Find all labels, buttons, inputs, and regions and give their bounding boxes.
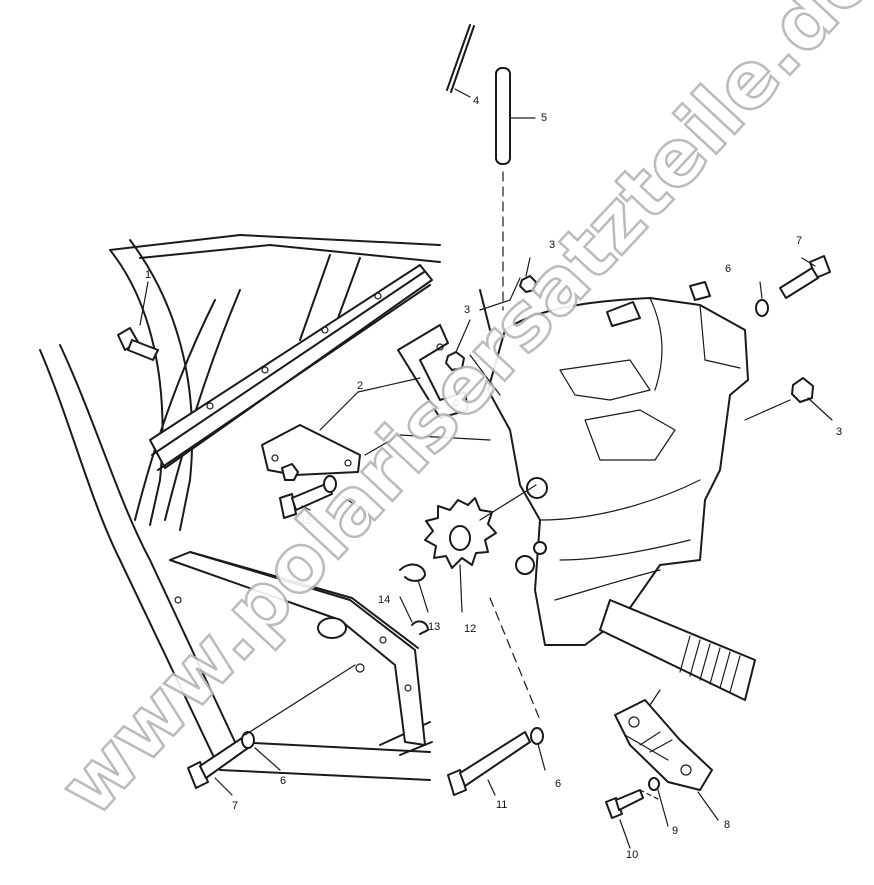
callout-10: 10 — [626, 849, 638, 861]
callout-3-right: 3 — [836, 426, 842, 438]
callout-8: 8 — [724, 819, 730, 831]
bracket-lower — [261, 424, 361, 476]
mount-plate — [169, 551, 426, 746]
callout-labels: 1 2 3 3 3 4 5 6 6 6 6 7 7 8 9 10 11 12 1… — [145, 95, 842, 861]
bolt-item-10 — [605, 789, 644, 819]
leader-lines — [139, 88, 833, 849]
callout-2: 2 — [357, 380, 363, 392]
callout-9: 9 — [672, 825, 678, 837]
callout-1: 1 — [145, 269, 151, 281]
callout-7-upper: 7 — [796, 235, 802, 247]
sprocket — [424, 497, 497, 569]
hardware — [241, 275, 814, 791]
callout-3-top: 3 — [549, 239, 555, 251]
output-shaft — [599, 599, 756, 701]
callout-12: 12 — [464, 623, 476, 635]
bolt-item-15 — [279, 482, 333, 519]
callout-6-bolt15: 6 — [364, 509, 370, 521]
clamp-assembly — [614, 699, 713, 791]
callout-4: 4 — [473, 95, 479, 107]
angle-rail — [149, 264, 433, 471]
gearcase — [479, 281, 749, 646]
callout-6-bolt11: 6 — [555, 778, 561, 790]
pivot-rod — [495, 67, 511, 165]
frame-assembly — [39, 234, 441, 781]
bolt-item-7-upper — [779, 255, 831, 299]
bracket-upper — [397, 324, 469, 419]
callout-5: 5 — [541, 112, 547, 124]
callout-11: 11 — [496, 799, 507, 811]
bolt-item-11 — [447, 731, 531, 796]
callout-6-upper: 6 — [725, 263, 731, 275]
callout-7-lower: 7 — [232, 800, 238, 812]
callout-14: 14 — [378, 594, 390, 606]
callout-3-bracket: 3 — [464, 304, 470, 316]
callout-6-lower-left: 6 — [280, 775, 286, 787]
bolt-item-1 — [117, 327, 159, 361]
callout-15: 15 — [300, 515, 312, 527]
watermark: www.polarisersatzteile.de — [43, 0, 874, 833]
callout-13: 13 — [428, 621, 440, 633]
cotter-pin — [446, 24, 475, 93]
